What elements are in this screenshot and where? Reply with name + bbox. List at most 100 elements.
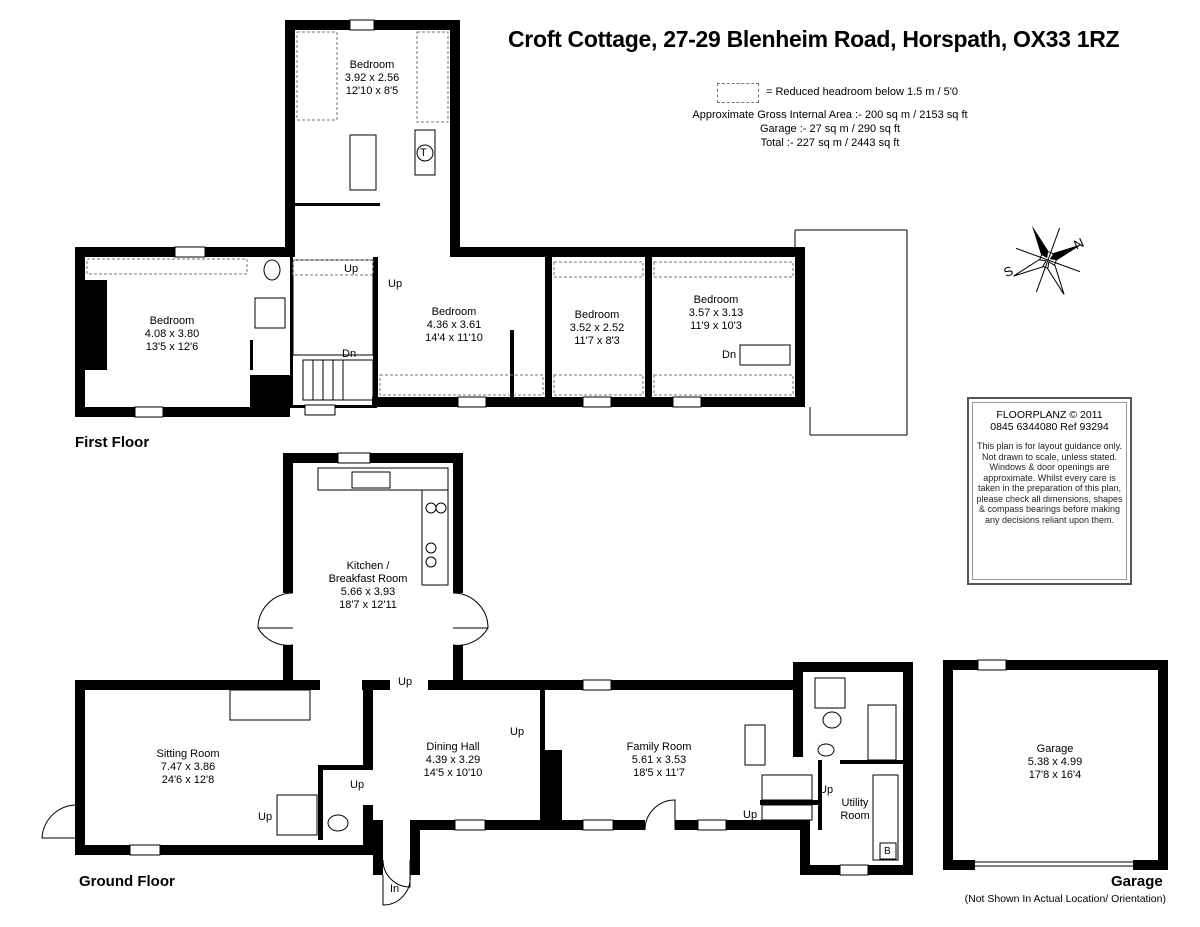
door-swing xyxy=(257,592,294,629)
door-swing xyxy=(452,592,489,629)
wall xyxy=(1158,660,1168,870)
sink-icon xyxy=(351,471,391,489)
tank xyxy=(416,144,434,162)
window xyxy=(672,396,702,408)
stair-label-up: Up xyxy=(350,779,365,791)
area-summary: Approximate Gross Internal Area :- 200 s… xyxy=(660,108,1000,150)
wall xyxy=(453,453,463,593)
door-swing xyxy=(41,804,76,839)
reduced-headroom xyxy=(553,261,644,278)
fireplace xyxy=(744,724,766,766)
first-floor-label: First Floor xyxy=(75,434,150,451)
utility-counter xyxy=(872,774,899,861)
credit-phone: 0845 6344080 Ref 93294 xyxy=(990,421,1109,433)
wall xyxy=(800,820,810,872)
stair-label-up: Up xyxy=(819,784,834,796)
wall xyxy=(645,257,652,402)
window xyxy=(349,19,375,31)
stair-label-up: Up xyxy=(344,263,359,275)
wall xyxy=(250,340,253,370)
window xyxy=(582,819,614,831)
wall xyxy=(540,750,562,830)
wall xyxy=(318,765,373,770)
toilet-icon xyxy=(822,711,842,729)
door-swing xyxy=(644,799,676,831)
stairs xyxy=(302,359,374,401)
wall xyxy=(318,765,323,840)
window xyxy=(457,396,487,408)
tank-label: T xyxy=(420,147,427,159)
stairs xyxy=(739,344,791,366)
window xyxy=(977,659,1007,671)
boiler-label: B xyxy=(884,846,891,857)
landing xyxy=(292,259,374,356)
wall xyxy=(283,453,463,463)
toilet-icon xyxy=(263,259,281,281)
window xyxy=(582,679,612,691)
wall xyxy=(453,645,463,685)
garage-location-note: (Not Shown In Actual Location/ Orientati… xyxy=(964,893,1166,905)
stairs xyxy=(761,804,813,821)
wall xyxy=(410,820,645,830)
window xyxy=(839,864,869,876)
wall xyxy=(75,680,85,855)
wall xyxy=(903,662,913,872)
reduced-headroom xyxy=(653,374,794,396)
stair-label-up: Up xyxy=(398,676,413,688)
basin-icon xyxy=(817,743,835,757)
window xyxy=(174,246,206,258)
area-line: Garage :- 27 sq m / 290 sq ft xyxy=(759,123,900,135)
credit-brand: FLOORPLANZ © 2011 xyxy=(996,409,1103,421)
reduced-headroom xyxy=(553,374,644,396)
window xyxy=(304,404,336,416)
kitchen-counter xyxy=(317,467,449,491)
wall xyxy=(75,407,255,417)
area-line: Total :- 227 sq m / 2443 sq ft xyxy=(760,137,900,149)
window xyxy=(134,406,164,418)
wall xyxy=(75,247,85,417)
wall xyxy=(793,662,803,757)
reduced-headroom xyxy=(653,261,794,278)
wall xyxy=(840,760,903,764)
reduced-headroom xyxy=(416,31,449,123)
reduced-headroom xyxy=(296,31,338,121)
stair-label-dn: Dn xyxy=(722,349,737,361)
door-swing xyxy=(382,874,411,906)
wall xyxy=(363,690,373,765)
wall xyxy=(283,453,293,593)
wall xyxy=(943,860,975,870)
reduced-headroom xyxy=(379,374,544,396)
stair-label-up: Up xyxy=(388,278,403,290)
wall xyxy=(510,330,514,397)
area-line: Approximate Gross Internal Area :- 200 s… xyxy=(692,109,968,121)
wall xyxy=(373,820,383,875)
window-bay xyxy=(229,689,311,721)
hob-icon xyxy=(425,556,437,568)
window xyxy=(129,844,161,856)
reduced-headroom xyxy=(86,258,248,275)
wall xyxy=(450,247,805,257)
wall xyxy=(428,680,798,690)
toilet-icon xyxy=(327,814,349,832)
wall xyxy=(75,680,320,690)
hob-icon xyxy=(425,542,437,554)
wall xyxy=(373,257,378,407)
stair-label-up: Up xyxy=(743,809,758,821)
kitchen-counter xyxy=(421,489,449,586)
wall xyxy=(943,660,1168,670)
floorplan-credit-box: FLOORPLANZ © 2011 0845 6344080 Ref 93294… xyxy=(967,397,1132,585)
hob-icon xyxy=(425,502,437,514)
window xyxy=(582,396,612,408)
hob-icon xyxy=(435,502,447,514)
wall xyxy=(943,660,953,870)
headroom-legend-swatch xyxy=(717,83,759,103)
